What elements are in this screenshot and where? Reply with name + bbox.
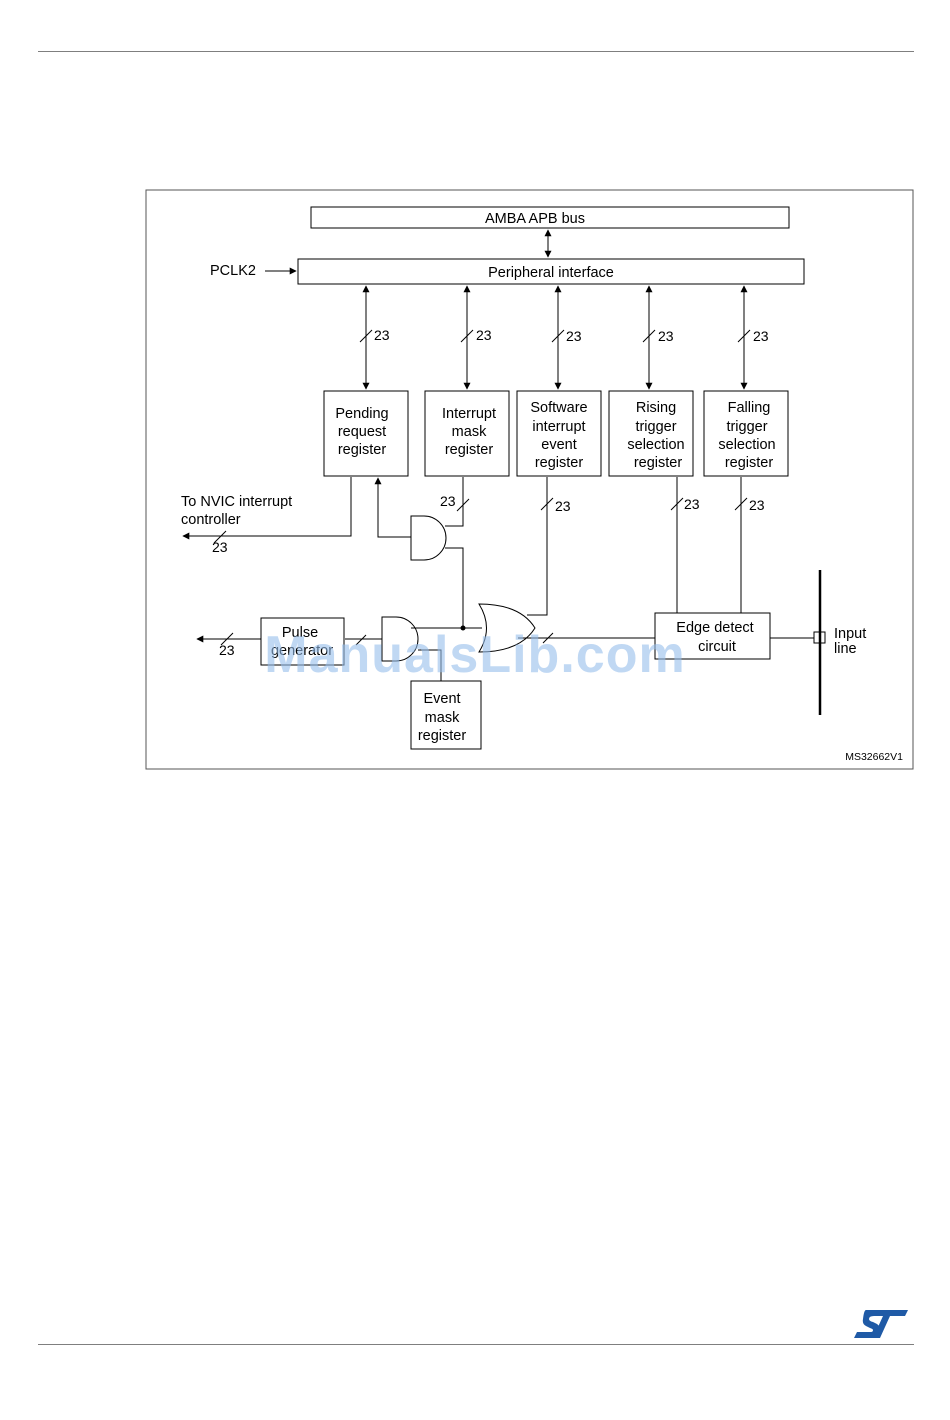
amba-apb-bus-label: AMBA APB bus xyxy=(485,211,585,227)
falling-trigger-selection-register-label: selection xyxy=(718,437,775,453)
pulse-generator-box xyxy=(260,617,345,666)
nvic-bus-width: 23 xyxy=(212,539,228,555)
pulse-bus-width: 23 xyxy=(219,642,235,658)
bus-width-label: 23 xyxy=(374,327,390,343)
bus-width-label: 23 xyxy=(753,328,769,344)
event-mask-register-label: mask xyxy=(425,710,460,726)
nvic-output-line xyxy=(182,477,352,540)
peripheral-interface-label: Peripheral interface xyxy=(488,265,614,281)
bus-width-label: 23 xyxy=(476,327,492,343)
input-line-label: Input xyxy=(834,626,866,642)
pulse-generator-label: Pulse xyxy=(282,625,318,641)
edge-detect-circuit-label: circuit xyxy=(698,639,736,655)
nvic-bus-slash xyxy=(213,530,227,544)
interrupt-and-gate xyxy=(410,515,447,561)
pulse-in-bus-slash xyxy=(355,634,367,646)
falling-trigger-selection-register-label: Falling xyxy=(728,400,771,416)
falling-trigger-selection-register-label: register xyxy=(725,455,774,471)
rising-trigger-selection-register-label: trigger xyxy=(635,419,676,435)
pending-request-register-label: register xyxy=(338,442,387,458)
event-mask-register-label: register xyxy=(418,728,467,744)
pulse-out-bus-slash xyxy=(220,632,234,646)
register-bus-arrows xyxy=(359,285,751,390)
rising-trigger-selection-register-label: Rising xyxy=(636,400,676,416)
edge-detect-circuit-label: Edge detect xyxy=(676,620,753,636)
nvic-output-label: To NVIC interrupt xyxy=(181,494,292,510)
figure-reference: MS32662V1 xyxy=(845,751,903,763)
software-interrupt-event-register-label: register xyxy=(535,455,584,471)
software-interrupt-event-register-label: Software xyxy=(530,400,587,416)
amba-apb-bus-box xyxy=(310,206,790,229)
pulse-generator-label: generator xyxy=(271,643,333,659)
pending-request-register-box xyxy=(323,390,409,477)
event-mask-register-label: Event xyxy=(423,691,460,707)
pending-request-register-label: request xyxy=(338,424,386,440)
and-to-pending-line xyxy=(374,477,411,538)
peripheral-interface-box xyxy=(297,258,805,285)
nvic-output-label: controller xyxy=(181,512,241,528)
header-rule xyxy=(38,51,914,52)
software-interrupt-event-register-label: event xyxy=(541,437,576,453)
falling-trigger-selection-register-box xyxy=(703,390,789,477)
software-interrupt-event-register-box xyxy=(516,390,602,477)
event-mask-to-and-line xyxy=(418,649,442,681)
or-gate xyxy=(478,603,536,653)
input-line-label: line xyxy=(834,641,857,657)
rising-trigger-selection-register-box xyxy=(608,390,694,477)
mask-bus-slash xyxy=(456,498,470,512)
footer-rule xyxy=(38,1344,914,1345)
mask-to-and-line xyxy=(445,477,464,527)
diagram-frame xyxy=(145,189,914,770)
interrupt-mask-register-label: mask xyxy=(452,424,487,440)
interrupt-mask-register-label: Interrupt xyxy=(442,406,496,422)
event-mask-register-box xyxy=(410,680,482,750)
event-and-gate xyxy=(381,616,419,662)
falling-bus-slash xyxy=(734,497,748,511)
interrupt-mask-register-label: register xyxy=(445,442,494,458)
falling-trigger-selection-register-label: trigger xyxy=(726,419,767,435)
rising-trigger-selection-register-label: register xyxy=(634,455,683,471)
pending-request-register-label: Pending xyxy=(335,406,388,422)
software-bus-slash xyxy=(540,497,554,511)
software-interrupt-to-or-line xyxy=(527,477,548,616)
bus-width-label: 23 xyxy=(658,328,674,344)
rising-bus-slash xyxy=(670,497,684,511)
rising-bus-width: 23 xyxy=(684,496,700,512)
software-interrupt-event-register-label: interrupt xyxy=(532,419,585,435)
bus-width-label: 23 xyxy=(566,328,582,344)
or-to-interrupt-and-line xyxy=(445,547,464,628)
falling-bus-width: 23 xyxy=(749,497,765,513)
interrupt-mask-register-box xyxy=(424,390,510,477)
edge-detect-circuit-box xyxy=(654,612,771,660)
pclk2-label: PCLK2 xyxy=(210,263,256,279)
software-bus-width: 23 xyxy=(555,498,571,514)
mask-bus-width: 23 xyxy=(440,493,456,509)
st-logo-icon xyxy=(854,1310,908,1338)
rising-trigger-selection-register-label: selection xyxy=(627,437,684,453)
edge-bus-slash xyxy=(542,632,554,644)
